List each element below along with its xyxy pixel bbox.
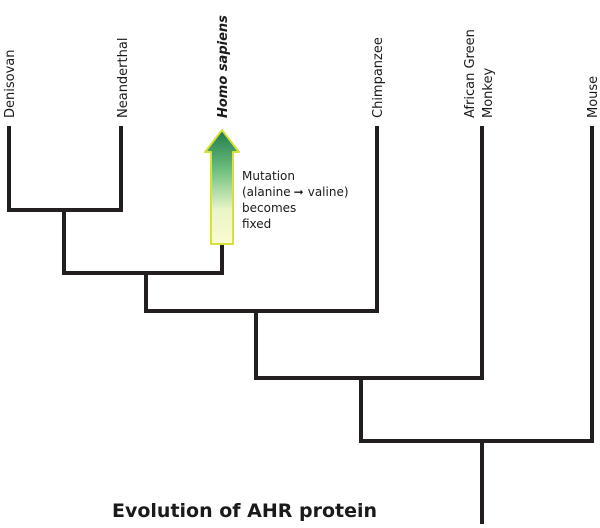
tree-branches — [7, 126, 594, 524]
right-arrow-icon: ➞ — [293, 185, 304, 199]
mutation-arrow — [204, 129, 240, 245]
mutation-line-3: becomes — [242, 201, 297, 215]
taxon-label-chimpanzee: Chimpanzee — [371, 37, 386, 118]
taxon-label-african-green-line1: African Green — [463, 29, 478, 118]
mutation-to-residue: valine) — [307, 185, 349, 199]
mutation-line-1: Mutation — [242, 169, 296, 183]
taxon-label-neanderthal: Neanderthal — [116, 38, 131, 118]
taxon-label-denisovan: Denisovan — [3, 50, 18, 119]
mutation-from-residue: (alanine — [242, 185, 291, 199]
taxon-label-african-green-line2: Monkey — [481, 68, 496, 118]
mutation-line-4: fixed — [242, 217, 272, 231]
figure-title: Evolution of AHR protein — [112, 500, 378, 522]
mutation-annotation: Mutation (alanine➞valine) becomes fixed — [242, 168, 392, 232]
mutation-line-2: (alanine➞valine) — [242, 184, 392, 200]
taxon-label-homo-sapiens: Homo sapiens — [216, 15, 231, 118]
taxon-label-mouse: Mouse — [586, 76, 600, 118]
